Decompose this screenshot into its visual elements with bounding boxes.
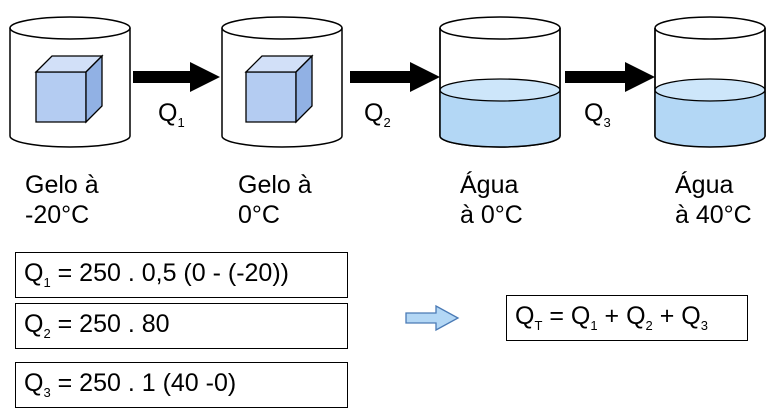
arrow-label-q2: Q2 [364,99,391,130]
arrow-q1 [133,62,220,92]
equation-q1: Q1 = 250 . 0,5 (0 - (-20)) [15,252,348,298]
stage-label-1: Gelo à-20°C [25,171,99,229]
equation-q2: Q2 = 250 . 80 [15,303,348,349]
equation-q3: Q3 = 250 . 1 (40 -0) [15,362,348,408]
arrow-label-q1: Q1 [158,99,185,130]
container-water-0 [439,16,561,148]
arrow-label-q3: Q3 [584,99,611,130]
arrow-q3 [565,62,655,92]
water-body [440,90,560,147]
container-water-40 [654,16,766,148]
ice-cube-side [85,54,103,124]
water-surface [439,78,561,102]
container-ice-minus20 [9,16,131,148]
equation-total: QT = Q1 + Q2 + Q3 [506,295,748,341]
ice-cube-front [35,71,87,123]
total-arrow-icon [405,304,460,332]
arrow-q2 [350,62,440,92]
container-ice-0 [221,16,343,148]
